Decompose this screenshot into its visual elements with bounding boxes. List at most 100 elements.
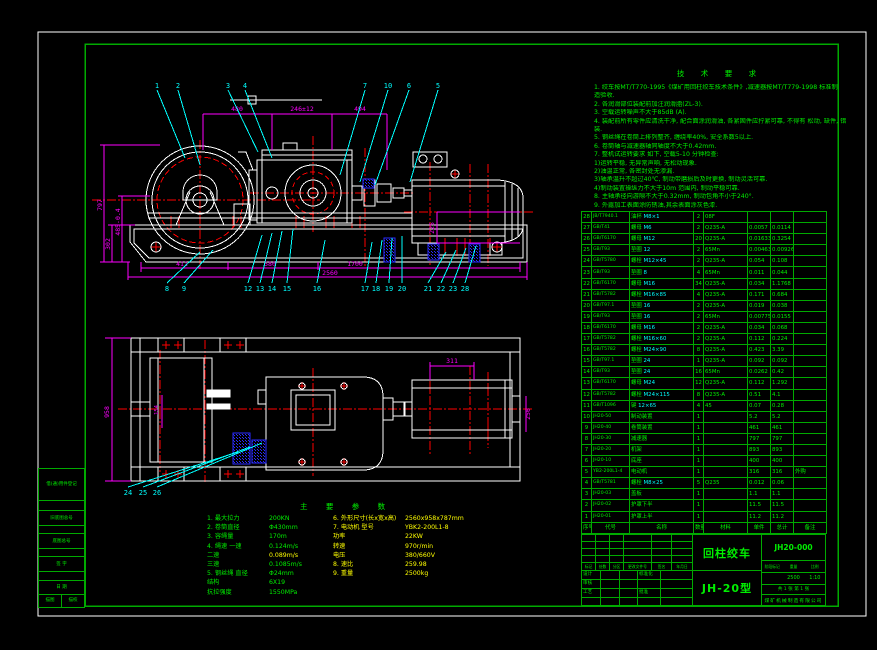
part-remark — [793, 366, 827, 379]
revision-cell — [652, 556, 671, 562]
svg-text:154: 154 — [154, 404, 160, 415]
svg-text:13: 13 — [256, 285, 264, 293]
svg-text:18: 18 — [372, 285, 380, 293]
part-code: GB/T5780 — [591, 255, 630, 268]
part-name: 垫圈 16 — [629, 310, 694, 323]
part-name: 螺栓 M16×85 — [629, 288, 694, 301]
part-total-weight: 0.3254 — [770, 233, 794, 246]
part-material: Q235-A — [703, 255, 748, 268]
svg-text:21: 21 — [424, 285, 432, 293]
part-unit-weight: 461 — [747, 421, 771, 434]
part-remark — [793, 288, 827, 301]
notes-title: 技 术 要 求 — [676, 69, 764, 78]
part-code: GB/T5782 — [591, 288, 630, 301]
part-name: 螺栓 M8×25 — [629, 477, 694, 490]
param-label: 电压 — [333, 551, 346, 559]
part-name: 护罩下半 — [629, 499, 694, 512]
note-line: 7. 整机试运转要求 如下, 空载5-10 分钟检查: — [594, 151, 719, 159]
part-no: 15 — [581, 355, 592, 368]
svg-text:2560: 2560 — [322, 269, 338, 277]
part-code: GB/T5782 — [591, 344, 630, 357]
signature-cell — [601, 598, 619, 605]
part-total-weight: 0.28 — [770, 399, 794, 412]
part-unit-weight — [747, 210, 771, 224]
part-material — [703, 410, 748, 423]
revision-cell — [596, 556, 609, 562]
front-dimensions — [100, 113, 528, 280]
part-spec: M12 — [643, 236, 656, 243]
part-material: 65Mn — [703, 366, 748, 379]
param-value: YBK2-200L1-8 — [405, 524, 449, 532]
part-qty: 1 — [693, 443, 704, 457]
part-code: JH20-03 — [591, 488, 630, 501]
part-qty: 2 — [693, 299, 704, 312]
part-remark — [793, 410, 827, 423]
part-code: JH20-50 — [591, 410, 630, 423]
svg-text:485-0.4: 485-0.4 — [114, 208, 122, 235]
revision-cell — [652, 535, 671, 541]
part-name: 垫圈 12 — [629, 244, 694, 257]
part-total-weight: 0.00926 — [770, 244, 794, 257]
svg-text:14: 14 — [268, 285, 276, 293]
param-label: 5. 钢丝绳 直径 — [207, 570, 248, 578]
strip-row: 旧底图总号 — [39, 511, 84, 525]
part-no: 13 — [581, 377, 592, 390]
note-line: 5. 钢丝绳在卷筒上排列整齐, 缠绕率40%, 安全系数5以上. — [594, 134, 754, 142]
part-no: 2 — [581, 499, 592, 512]
parts-header-cell: 材料 — [703, 521, 748, 534]
title-block-names: 回柱绞车 JH-20型 — [693, 535, 761, 605]
parts-header-cell: 数量 — [693, 521, 704, 534]
part-total-weight: 0.038 — [770, 299, 794, 312]
signature-cell — [620, 571, 637, 579]
param-value: 0.124m/s — [269, 542, 299, 550]
part-spec: M6 — [643, 225, 652, 232]
part-spec: M16×85 — [643, 291, 667, 298]
part-no: 8 — [581, 432, 592, 445]
revision-header-cell: 处数 — [596, 563, 609, 570]
signature-rows: 设计标准化审核工艺批准 — [582, 571, 692, 605]
part-remark — [793, 443, 827, 457]
note-line: 8. 主轴承径向游隙不大于0.32mm, 制动包角不小于240°. — [594, 193, 754, 201]
part-name: 油杯 M8×1 — [629, 210, 694, 224]
part-no: 26 — [581, 233, 592, 246]
front-leaders — [156, 89, 477, 284]
part-spec: 16 — [643, 313, 651, 320]
part-unit-weight: 0.07 — [747, 399, 771, 412]
part-name: 螺栓 M24×90 — [629, 344, 694, 357]
front-geometry — [129, 95, 528, 263]
svg-text:24: 24 — [124, 489, 132, 497]
part-name: 垫圈 24 — [629, 366, 694, 379]
part-material: Q235-A — [703, 222, 748, 235]
signature-row: 设计标准化 — [582, 571, 692, 579]
part-total-weight: 316 — [770, 466, 794, 479]
plan-dim-labels: 958 311 154 256 — [103, 357, 532, 420]
part-code: GB/T5781 — [591, 477, 630, 490]
part-total-weight: 893 — [770, 443, 794, 457]
part-remark — [793, 310, 827, 323]
company-name: 煤矿机械制造有限公司 — [762, 595, 825, 605]
part-code: GB/T97.1 — [591, 299, 630, 312]
param-label: 三速 — [207, 561, 220, 569]
revision-cell — [624, 535, 651, 541]
revision-header-cell: 签名 — [652, 563, 671, 570]
part-spec: 12 — [643, 247, 651, 254]
strip-row: 签 字 — [39, 557, 84, 571]
revision-cell — [582, 542, 595, 548]
part-name: 螺母 M24 — [629, 377, 694, 390]
revision-cell — [582, 549, 595, 555]
part-total-weight: 0.0155 — [770, 310, 794, 323]
part-qty: 4 — [693, 288, 704, 301]
part-no: 27 — [581, 222, 592, 235]
part-code: GB/T6170 — [591, 233, 630, 246]
